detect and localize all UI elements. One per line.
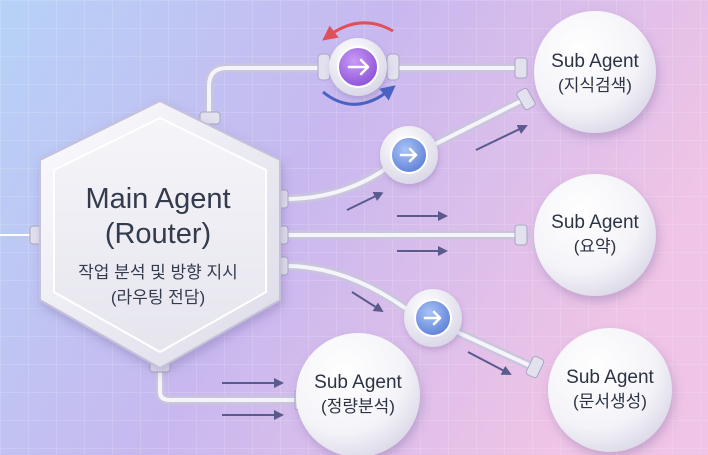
cycle-arrow-icon: [322, 85, 396, 106]
sub-agent-knowledge: Sub Agent (지식검색): [533, 50, 657, 98]
sub-agent-docgen-sphere: [548, 328, 672, 452]
flow-direction-arrow-icon: [467, 351, 512, 375]
sub-agent-quant-sphere: [296, 333, 420, 455]
router-node-top: [317, 21, 400, 106]
sub-agent-role: (지식검색): [558, 76, 632, 95]
sub-agent-spheres: [296, 11, 672, 455]
flow-direction-arrow-icon: [351, 291, 384, 313]
flow-direction-arrow-icon: [475, 124, 528, 151]
forward-arrow-icon: [399, 147, 418, 163]
sub-agent-role: (정량분석): [321, 397, 395, 416]
main-agent-label: Main Agent (Router) 작업 분석 및 방향 지시 (라우팅 전…: [40, 182, 276, 310]
main-agent-hexagon: [39, 99, 281, 370]
flow-direction-arrows: [222, 124, 528, 420]
sub-agent-docgen: Sub Agent (문서생성): [548, 366, 672, 414]
main-agent-title: Main Agent: [85, 183, 231, 215]
main-agent-description: 작업 분석 및 방향 지시: [78, 263, 238, 282]
sub-agent-summary: Sub Agent (요약): [533, 211, 657, 259]
flow-node-docgen: [404, 289, 462, 347]
main-agent-subtitle: (Router): [104, 218, 212, 250]
sub-agent-knowledge-sphere: [534, 11, 656, 133]
sub-agent-title: Sub Agent: [566, 367, 654, 388]
flow-node-knowledge: [380, 126, 438, 184]
sub-agent-title: Sub Agent: [551, 51, 639, 72]
pipes: [155, 63, 540, 405]
forward-arrow-icon: [423, 310, 442, 326]
sub-agent-quant: Sub Agent (정량분석): [296, 371, 420, 419]
sub-agent-role: (문서생성): [573, 392, 647, 411]
main-agent-description-2: (라우팅 전담): [110, 288, 206, 307]
cycle-arrow-icon: [322, 21, 394, 41]
sub-agent-title: Sub Agent: [551, 212, 639, 233]
forward-arrow-icon: [347, 58, 370, 76]
flow-direction-arrow-icon: [346, 191, 384, 211]
sub-agent-role: (요약): [573, 237, 617, 256]
sub-agent-summary-sphere: [534, 174, 656, 296]
sub-agent-title: Sub Agent: [314, 372, 402, 393]
